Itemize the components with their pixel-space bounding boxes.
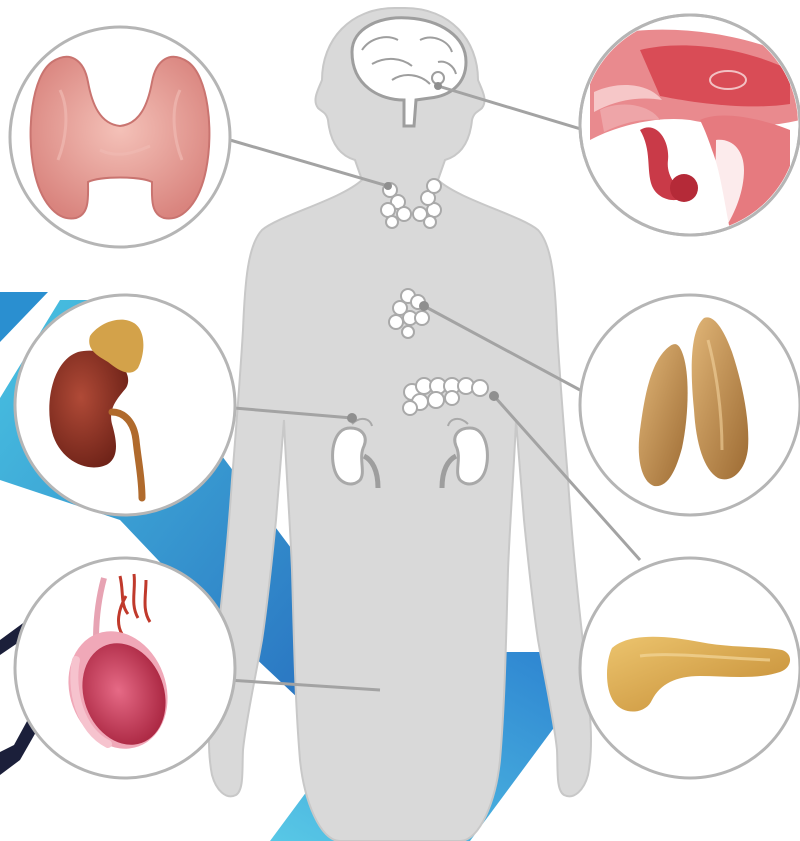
thymus-callout	[580, 295, 800, 515]
pituitary-callout	[580, 15, 800, 235]
thyroid-callout	[10, 27, 230, 247]
kidney-callout	[15, 295, 235, 515]
testis-callout	[15, 558, 235, 778]
pancreas-callout	[580, 558, 800, 778]
